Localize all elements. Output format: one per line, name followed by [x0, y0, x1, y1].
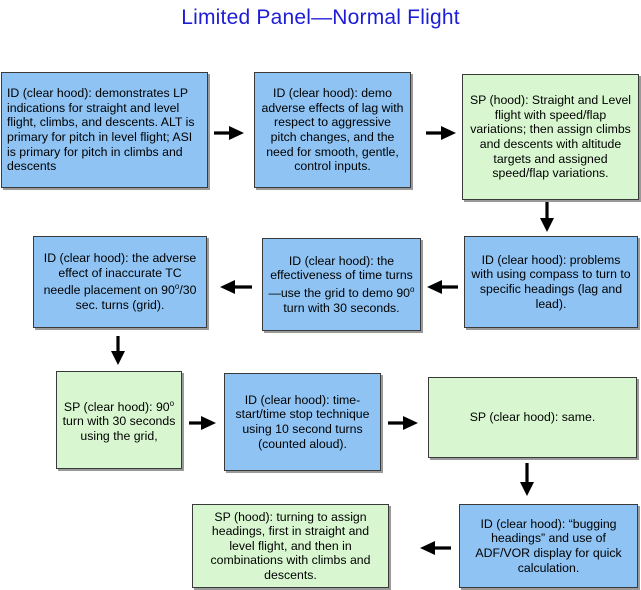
- box-text: ID (clear hood): demo adverse effects of…: [261, 86, 404, 174]
- arrow-right: [189, 416, 216, 430]
- arrow-down: [540, 202, 554, 232]
- box-id-time-turns: ID (clear hood): the effectiveness of ti…: [262, 238, 421, 331]
- diagram-title: Limited Panel—Normal Flight: [181, 6, 460, 29]
- box-id-lag-effects: ID (clear hood): demo adverse effects of…: [254, 72, 411, 188]
- box-text: ID (clear hood): time-start/time stop te…: [235, 392, 370, 451]
- box-text: SP (hood): turning to assign headings, f…: [210, 509, 371, 582]
- box-text: ID (clear hood): the adverse effect of i…: [43, 251, 197, 313]
- arrow-left: [420, 541, 451, 555]
- box-text: ID (clear hood): the effectiveness of ti…: [268, 253, 415, 315]
- arrow-down: [111, 336, 125, 365]
- arrow-down: [520, 463, 534, 496]
- arrow-left: [220, 280, 252, 294]
- box-id-bugging-headings: ID (clear hood): “bugging headings” and …: [459, 504, 638, 588]
- box-text: ID (clear hood): demonstrates LP indicat…: [7, 86, 195, 174]
- box-sp-assign-headings: SP (hood): turning to assign headings, f…: [192, 504, 389, 588]
- box-sp-90-turn: SP (clear hood): 90o turn with 30 second…: [56, 371, 182, 469]
- arrow-left: [427, 280, 458, 294]
- box-text: ID (clear hood): “bugging headings” and …: [475, 516, 622, 575]
- arrow-right: [214, 126, 244, 140]
- box-sp-straight-level: SP (hood): Straight and Level flight wit…: [462, 74, 639, 200]
- box-id-tc-needle: ID (clear hood): the adverse effect of i…: [33, 236, 207, 328]
- box-text: ID (clear hood): problems with using com…: [471, 252, 631, 311]
- box-id-compass-problems: ID (clear hood): problems with using com…: [464, 236, 638, 328]
- box-text: SP (hood): Straight and Level flight wit…: [469, 93, 632, 181]
- box-text: SP (clear hood): same.: [469, 410, 596, 425]
- box-text: SP (clear hood): 90o turn with 30 second…: [62, 398, 176, 443]
- box-id-demo-lp-indications: ID (clear hood): demonstrates LP indicat…: [1, 72, 208, 188]
- arrow-right: [426, 126, 456, 140]
- arrow-right: [388, 416, 418, 430]
- box-id-time-start-stop: ID (clear hood): time-start/time stop te…: [224, 373, 381, 471]
- box-sp-same: SP (clear hood): same.: [428, 377, 637, 458]
